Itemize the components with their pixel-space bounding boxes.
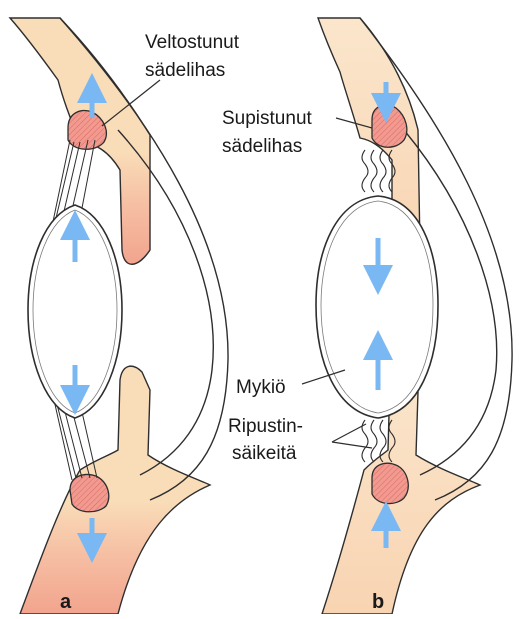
label-lens: Mykiö — [236, 377, 286, 398]
panel-a-tissue-lower — [20, 366, 210, 614]
panel-a-letter: a — [60, 591, 72, 613]
panel-b-leader-zonule-2 — [332, 442, 372, 448]
panel-a: Veltostunut sädelihas a — [10, 18, 240, 614]
panel-b-letter: b — [372, 591, 384, 613]
label-relaxed-muscle-line1: Veltostunut — [145, 32, 240, 53]
label-zonule-line1: Ripustin- — [228, 416, 303, 437]
panel-b-leader-zonule-1 — [332, 424, 366, 442]
label-contracted-muscle-line1: Supistunut — [222, 108, 313, 129]
panel-b: Supistunut sädelihas Mykiö Ripustin- säi… — [222, 18, 512, 614]
panel-b-muscle-bottom — [372, 463, 408, 503]
label-relaxed-muscle-line2: sädelihas — [145, 60, 225, 81]
label-contracted-muscle-line2: sädelihas — [222, 136, 302, 157]
label-zonule-line2: säikeitä — [232, 443, 297, 464]
